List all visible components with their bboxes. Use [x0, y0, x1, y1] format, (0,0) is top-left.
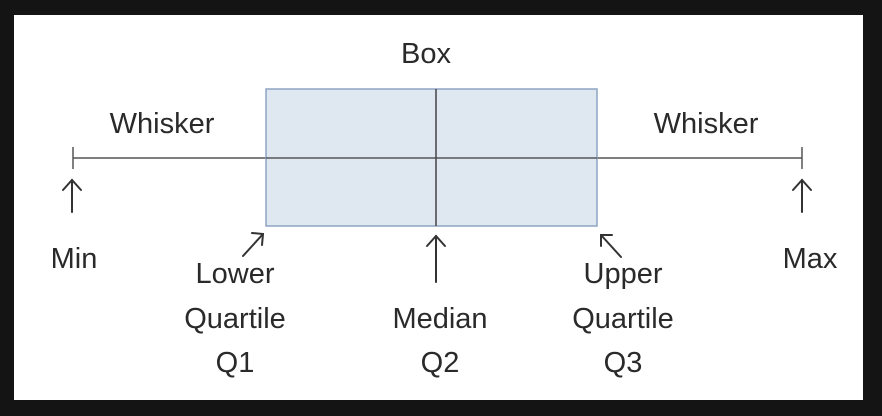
whisker-left-label: Whisker [110, 108, 215, 140]
min-label: Min [51, 243, 98, 275]
upper-quartile-label-line-2: Quartile [572, 303, 674, 335]
max-label: Max [783, 243, 838, 275]
min-arrow-icon [62, 178, 82, 213]
median-label-line-2: Q2 [421, 347, 460, 379]
box-label: Box [401, 38, 451, 70]
upper-quartile-label-line-3: Q3 [604, 347, 643, 379]
lower-quartile-label-line-3: Q1 [216, 347, 255, 379]
median-arrow-icon [426, 234, 446, 283]
median-label-line-1: Median [392, 303, 487, 335]
lower-quartile-label-line-2: Quartile [184, 303, 286, 335]
lower-quartile-label-line-1: Lower [196, 258, 275, 290]
whisker-right-label: Whisker [654, 108, 759, 140]
max-arrow-icon [792, 178, 812, 213]
upper-quartile-arrow-icon [600, 234, 622, 258]
upper-quartile-label-line-1: Upper [584, 258, 663, 290]
lower-quartile-arrow-icon [242, 232, 265, 257]
